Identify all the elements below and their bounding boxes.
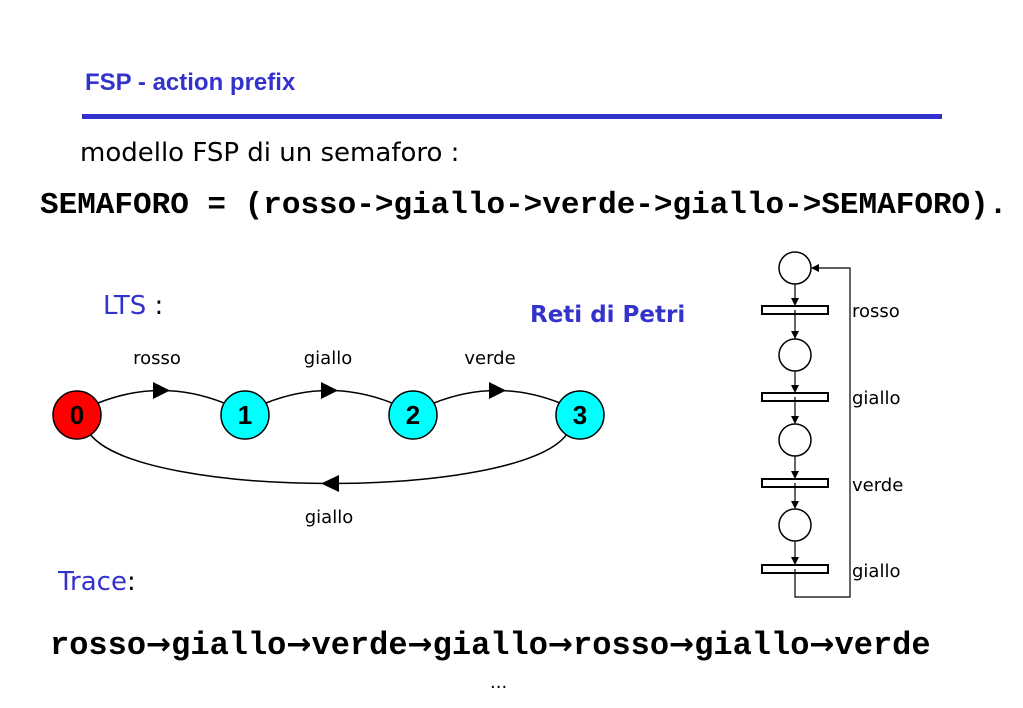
lts-edge-label: verde: [464, 348, 515, 369]
lts-arrow-0-1: [153, 382, 170, 399]
lts-state-label: 1: [238, 400, 252, 430]
arrow-right-icon: →: [146, 627, 172, 662]
trace-step: giallo: [694, 627, 810, 664]
trace-heading: Trace:: [58, 566, 136, 598]
lts-edge-label: giallo: [305, 507, 353, 528]
arrow-right-icon: →: [547, 627, 574, 662]
trace-step: giallo: [432, 627, 548, 664]
lts-edge-label: rosso: [133, 348, 181, 369]
petri-transition-label: giallo: [852, 561, 900, 582]
trace-ellipsis: ...: [490, 672, 508, 693]
lts-state-0: [52, 390, 102, 440]
trace-step: verde: [311, 627, 408, 664]
petri-heading: Reti di Petri: [530, 302, 686, 328]
lts-state-label: 2: [406, 400, 420, 430]
petri-place: [778, 508, 812, 542]
trace-heading-suffix: :: [126, 567, 136, 597]
arrow-right-icon: →: [407, 627, 433, 662]
petri-transition-label: rosso: [852, 301, 900, 322]
petri-transition: [761, 564, 829, 574]
lts-state-2: [388, 390, 438, 440]
petri-transition: [761, 305, 829, 315]
petri-transition-label: giallo: [852, 388, 900, 409]
lts-heading-text: LTS: [103, 291, 147, 321]
petri-place: [778, 251, 812, 285]
lts-edge-3-0: [89, 433, 568, 485]
lts-heading-suffix: :: [146, 291, 164, 321]
slide-title: FSP - action prefix: [85, 69, 296, 96]
lts-arrow-1-2: [321, 382, 338, 399]
petri-transition: [761, 392, 829, 402]
lts-state-1: [220, 390, 270, 440]
trace-step: verde: [834, 627, 931, 664]
lts-state-label: 3: [573, 400, 587, 430]
lts-heading: LTS :: [103, 290, 163, 322]
petri-place: [778, 423, 812, 457]
trace-step: giallo: [171, 627, 287, 664]
petri-transition: [761, 478, 829, 488]
arrow-right-icon: →: [286, 627, 312, 662]
trace-step: rosso: [50, 627, 147, 664]
petri-feedback-arc: [794, 264, 851, 598]
lts-arrow-2-3: [489, 382, 506, 399]
petri-transition-label: verde: [852, 475, 903, 496]
petri-net: rosso giallo verde giallo: [761, 251, 903, 598]
trace-heading-text: Trace: [58, 567, 127, 597]
title-underline: [82, 114, 942, 119]
lts-state-label: 0: [70, 400, 84, 430]
lts-arrow-3-0: [321, 475, 339, 492]
arrow-right-icon: →: [809, 627, 835, 662]
trace-step: rosso: [573, 627, 670, 664]
lts-state-3: [555, 390, 605, 440]
lts-graph: rosso giallo verde giallo 0 1 2 3: [52, 348, 605, 528]
fsp-definition: SEMAFORO = (rosso->giallo->verde->giallo…: [40, 188, 1008, 223]
lts-edge-label: giallo: [304, 348, 352, 369]
trace-sequence: rosso→giallo→verde→giallo→rosso→giallo→v…: [50, 626, 931, 665]
slide-subtitle: modello FSP di un semaforo :: [80, 138, 460, 168]
arrow-right-icon: →: [669, 627, 695, 662]
petri-place: [778, 338, 812, 372]
